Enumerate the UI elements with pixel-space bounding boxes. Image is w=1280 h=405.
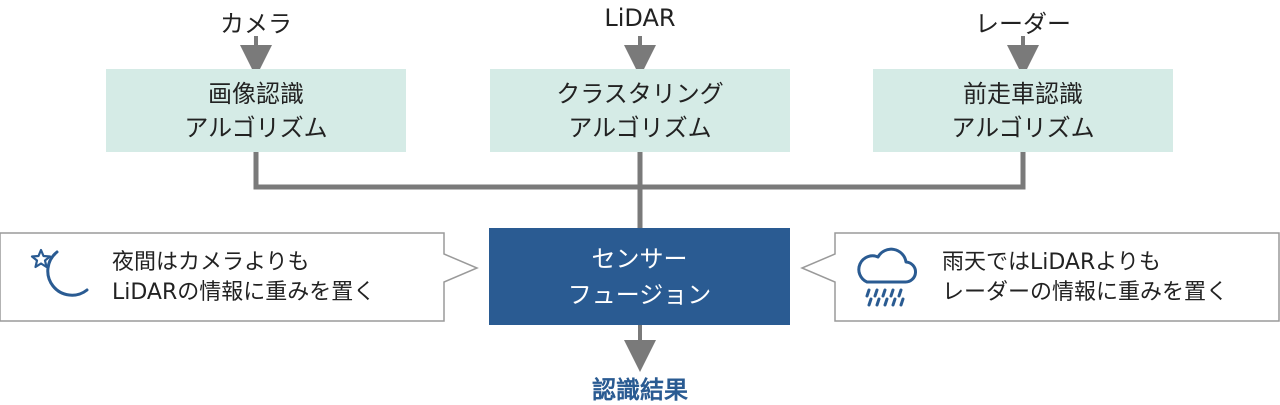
fusion-line1: センサー bbox=[591, 244, 688, 273]
note-rain-callout bbox=[800, 232, 1280, 322]
sensor-camera-label: カメラ bbox=[220, 10, 292, 38]
fusion-line2: フュージョン bbox=[567, 280, 712, 309]
sensor-lidar-label: LiDAR bbox=[604, 4, 676, 32]
note-night-line2: LiDARの情報に重みを置く bbox=[112, 280, 376, 305]
recognition-result-label: 認識結果 bbox=[592, 376, 688, 404]
algo-box-line2: アルゴリズム bbox=[568, 113, 712, 142]
note-night-callout bbox=[0, 232, 479, 322]
algo-box-line1: 前走車認識 bbox=[963, 79, 1083, 108]
algo-box-line2: アルゴリズム bbox=[951, 113, 1095, 142]
algo-box-line1: クラスタリング bbox=[556, 79, 724, 108]
sensor-radar-label: レーダー bbox=[975, 10, 1071, 38]
algo-box-image-recognition: 画像認識 アルゴリズム bbox=[106, 69, 406, 152]
sensor-fusion-box: センサー フュージョン bbox=[489, 228, 790, 325]
note-rain-line1: 雨天ではLiDARよりも bbox=[942, 250, 1161, 275]
algo-box-vehicle-recognition: 前走車認識 アルゴリズム bbox=[873, 69, 1173, 152]
algo-box-line2: アルゴリズム bbox=[184, 113, 328, 142]
moon-star-icon bbox=[30, 248, 89, 297]
note-rain-line2: レーダーの情報に重みを置く bbox=[942, 280, 1229, 305]
note-night-text: 夜間はカメラよりも LiDARの情報に重みを置く bbox=[112, 248, 375, 308]
note-rain-text: 雨天ではLiDARよりも レーダーの情報に重みを置く bbox=[942, 248, 1228, 308]
rain-cloud-icon bbox=[857, 247, 917, 307]
algo-box-clustering: クラスタリング アルゴリズム bbox=[490, 69, 790, 152]
note-night-line1: 夜間はカメラよりも bbox=[112, 250, 310, 275]
algo-box-line1: 画像認識 bbox=[208, 79, 304, 108]
